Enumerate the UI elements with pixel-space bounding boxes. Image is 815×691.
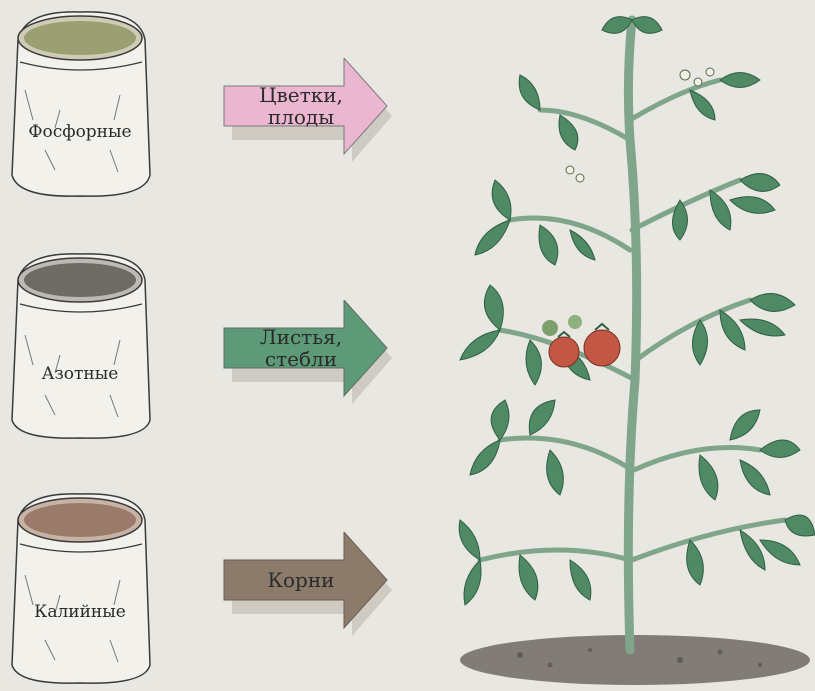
- bag-potassium: Калийные: [0, 480, 160, 680]
- arrow-label-line2: стебли: [236, 348, 366, 370]
- bag-label-potassium: Калийные: [0, 602, 160, 622]
- bag-nitrogen: Азотные: [0, 240, 160, 440]
- bag-phosphorus: Фосфорные: [0, 0, 160, 200]
- arrow-label-line1: Листья,: [236, 326, 366, 348]
- arrow-label-line2: плоды: [236, 106, 366, 128]
- arrow-leaves-stems: Листья, стебли: [222, 300, 397, 410]
- sack-icon: [0, 240, 160, 440]
- bag-label-nitrogen: Азотные: [0, 364, 160, 384]
- bag-label-phosphorus: Фосфорные: [0, 122, 160, 142]
- arrow-label-line1: Цветки,: [236, 84, 366, 106]
- arrow-label-flowers-fruits: Цветки, плоды: [236, 84, 366, 128]
- arrow-flowers-fruits: Цветки, плоды: [222, 58, 397, 168]
- arrow-label-line1: Корни: [236, 569, 366, 591]
- sack-icon: [0, 480, 160, 687]
- arrow-label-roots: Корни: [236, 569, 366, 591]
- tomato-plant-illustration: [440, 0, 815, 687]
- tomato-plant-icon: [440, 0, 815, 687]
- arrow-roots: Корни: [222, 532, 397, 642]
- sack-icon: [0, 0, 160, 200]
- arrow-label-leaves-stems: Листья, стебли: [236, 326, 366, 370]
